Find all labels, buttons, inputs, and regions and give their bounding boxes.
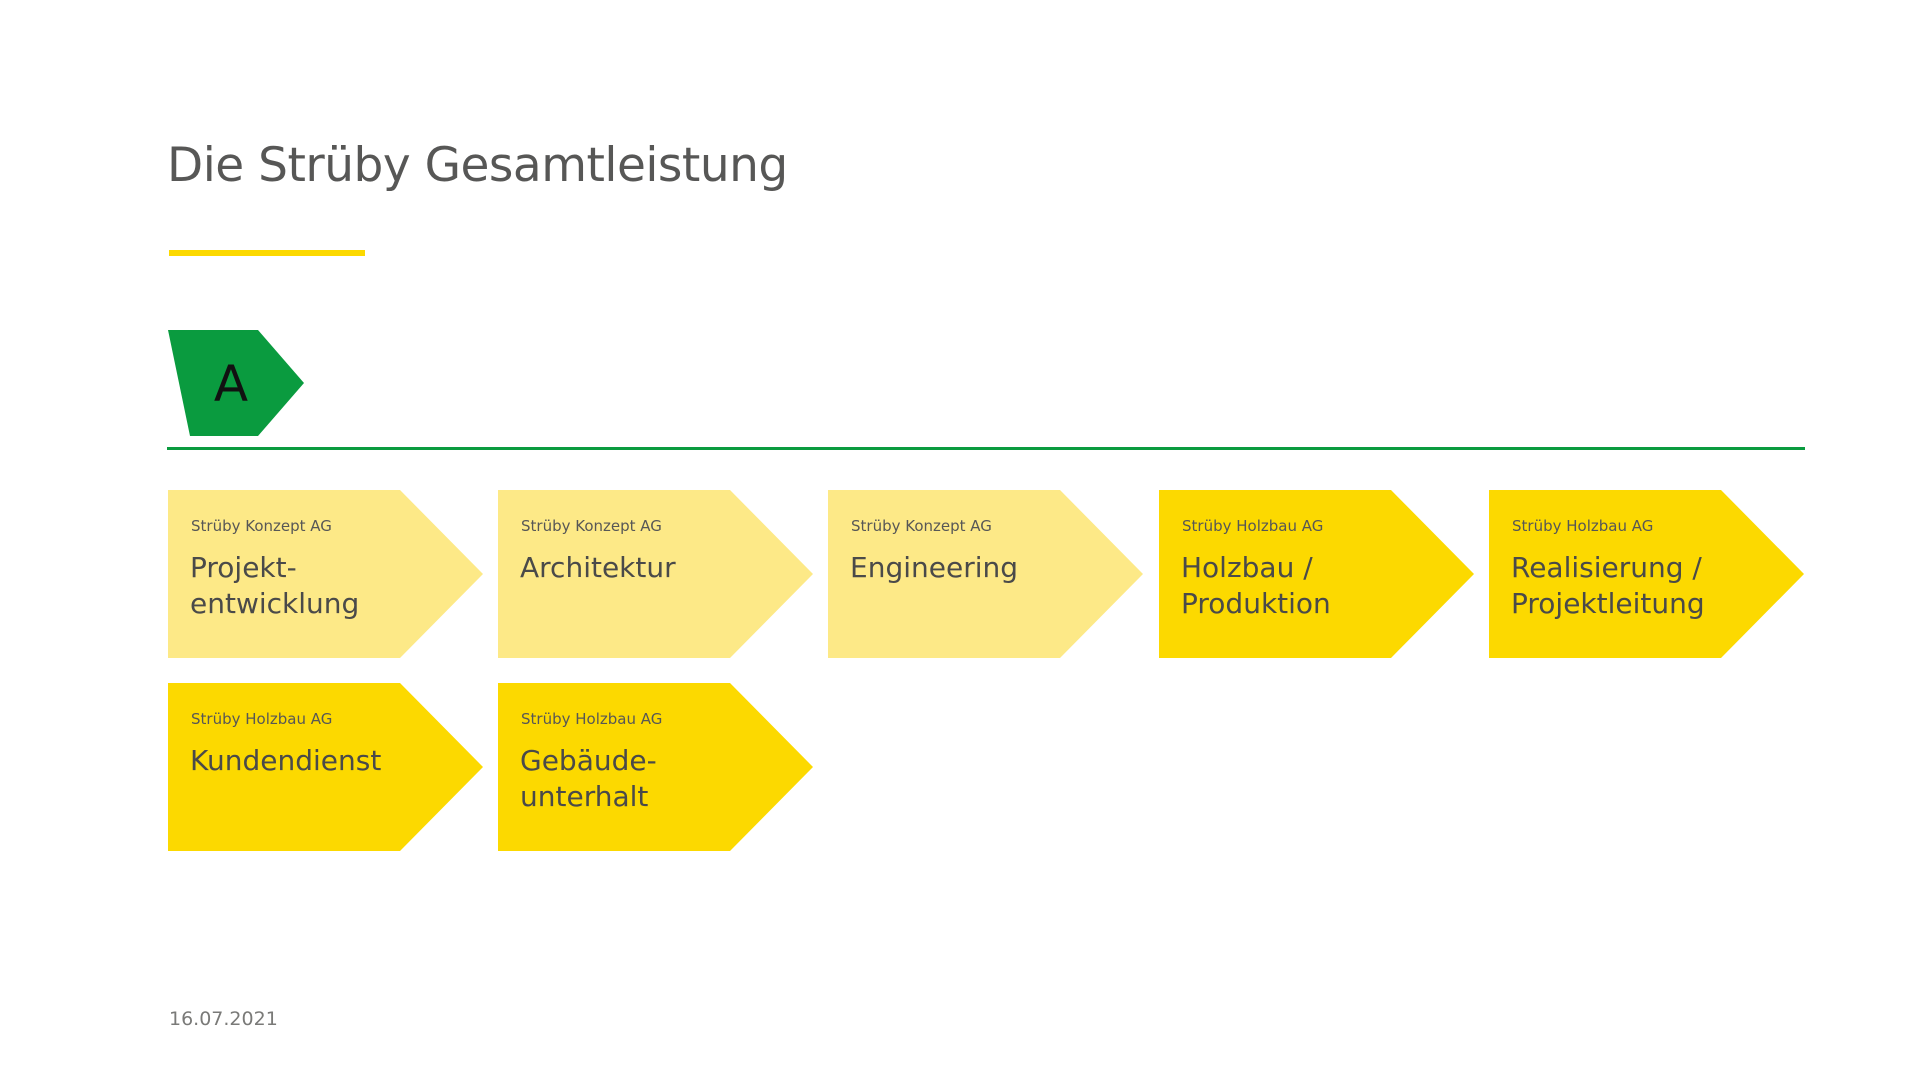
phase-a-badge: A — [168, 330, 304, 436]
step-5-arrow-polygon — [1489, 490, 1804, 658]
step-6-arrow-shape — [168, 683, 483, 851]
step-4: Strüby Holzbau AG Holzbau / Produktion — [1159, 490, 1474, 658]
step-7-company: Strüby Holzbau AG — [521, 710, 663, 728]
slide-date: 16.07.2021 — [169, 1008, 278, 1030]
step-1-arrow-polygon — [168, 490, 483, 658]
step-3-arrow-polygon — [828, 490, 1143, 658]
phase-a-arrow-polygon — [168, 330, 304, 436]
step-4-company: Strüby Holzbau AG — [1182, 517, 1324, 535]
step-2-label: Architektur — [520, 551, 676, 584]
step-5-label: Realisierung / Projektleitung — [1511, 551, 1705, 620]
step-7-arrow-polygon — [498, 683, 813, 851]
step-2-company: Strüby Konzept AG — [521, 517, 662, 535]
step-4-arrow-polygon — [1159, 490, 1474, 658]
step-6-company: Strüby Holzbau AG — [191, 710, 333, 728]
phase-a-letter: A — [213, 355, 249, 413]
step-4-label: Holzbau / Produktion — [1181, 551, 1331, 620]
step-3: Strüby Konzept AG Engineering — [828, 490, 1143, 658]
step-7-label: Gebäude- unterhalt — [520, 744, 657, 813]
step-1: Strüby Konzept AG Projekt- entwicklung — [168, 490, 483, 658]
step-6: Strüby Holzbau AG Kundendienst — [168, 683, 483, 851]
slide-title: Die Strüby Gesamtleistung — [167, 138, 788, 193]
step-2-arrow-shape — [498, 490, 813, 658]
phase-divider-line — [167, 447, 1805, 450]
step-3-company: Strüby Konzept AG — [851, 517, 992, 535]
step-3-arrow-shape — [828, 490, 1143, 658]
title-underline — [169, 250, 365, 256]
step-1-arrow-shape — [168, 490, 483, 658]
step-2-arrow-polygon — [498, 490, 813, 658]
step-6-label: Kundendienst — [190, 744, 382, 777]
step-5-arrow-shape — [1489, 490, 1804, 658]
step-5-company: Strüby Holzbau AG — [1512, 517, 1654, 535]
step-1-company: Strüby Konzept AG — [191, 517, 332, 535]
step-4-arrow-shape — [1159, 490, 1474, 658]
step-3-label: Engineering — [850, 551, 1018, 584]
step-7: Strüby Holzbau AG Gebäude- unterhalt — [498, 683, 813, 851]
step-5: Strüby Holzbau AG Realisierung / Projekt… — [1489, 490, 1804, 658]
step-7-arrow-shape — [498, 683, 813, 851]
step-6-arrow-polygon — [168, 683, 483, 851]
step-1-label: Projekt- entwicklung — [190, 551, 360, 620]
step-2: Strüby Konzept AG Architektur — [498, 490, 813, 658]
phase-a-arrow-shape — [168, 330, 304, 436]
